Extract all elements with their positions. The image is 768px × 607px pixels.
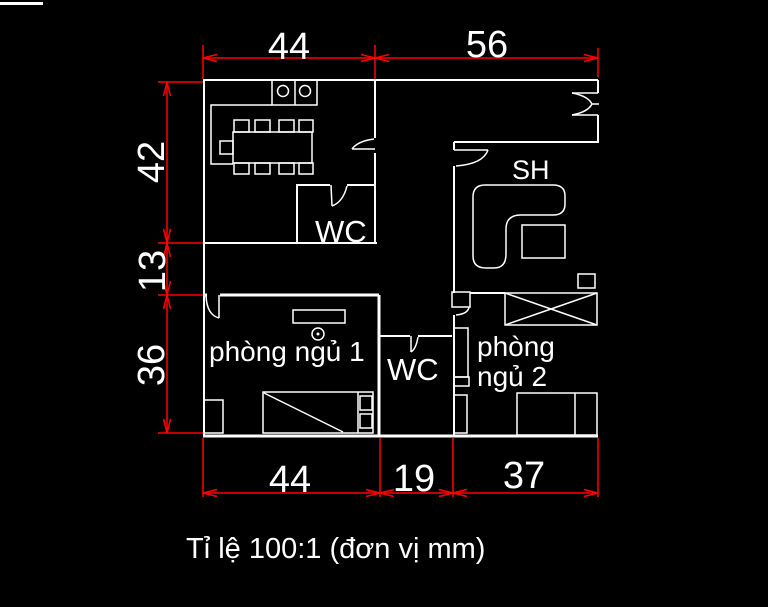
bedroom1-shelf-symbol	[292, 309, 346, 341]
bedroom1-cabinet-symbol	[203, 399, 224, 434]
kitchen-room-walls	[204, 80, 377, 244]
dim-left-13: 13	[132, 249, 174, 293]
bedroom1-walls	[204, 293, 381, 435]
sofa-symbol	[472, 184, 566, 269]
entry-door	[571, 92, 599, 116]
room-label-bedroom2-line2: ngủ 2	[477, 361, 548, 392]
scale-caption: Tỉ lệ 100:1 (đơn vị mm)	[186, 533, 486, 565]
dim-bottom-37: 37	[502, 455, 546, 497]
dim-top-56: 56	[465, 24, 509, 66]
outer-walls	[203, 79, 599, 438]
kitchen-door	[351, 138, 375, 150]
bedroom2-walls	[451, 291, 505, 435]
dim-left-36: 36	[131, 343, 173, 387]
room-label-bedroom2-line1: phòng	[477, 331, 555, 362]
room-label-bedroom1: phòng ngủ 1	[209, 336, 365, 367]
wc-mid-walls	[380, 335, 452, 353]
coffee-table-symbol	[521, 224, 566, 259]
wc-top-walls	[296, 184, 375, 243]
dimension-lines	[158, 45, 599, 498]
screen-edge-artifact	[0, 2, 43, 5]
corridor-walls	[453, 142, 489, 293]
dim-left-42: 42	[131, 140, 173, 184]
bedroom2-bed-symbol	[516, 392, 598, 436]
room-label-sh: SH	[512, 155, 550, 185]
dim-bottom-19: 19	[392, 458, 436, 500]
room-label-wc-top: WC	[315, 214, 367, 249]
room-label-wc-mid: WC	[387, 352, 439, 387]
dim-top-44: 44	[267, 26, 311, 68]
bedroom1-bed-symbol	[262, 391, 374, 434]
crossed-cabinet-symbol	[504, 292, 598, 326]
small-box-symbol	[577, 273, 596, 289]
kitchen-counter	[210, 79, 318, 165]
dim-bottom-44: 44	[268, 459, 312, 501]
meeting-table-symbol	[219, 119, 314, 175]
